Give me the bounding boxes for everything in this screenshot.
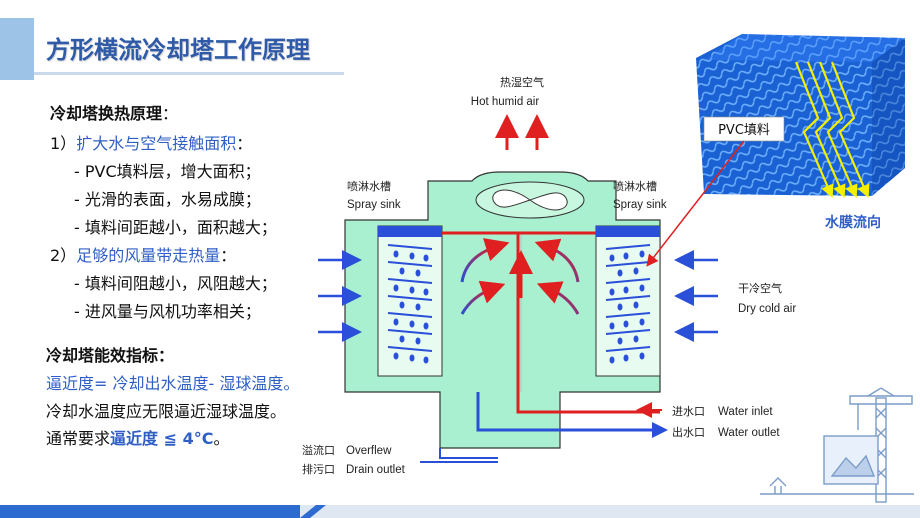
spray-sink-left-label-en: Spray sink [347,199,401,211]
footer-stripe [0,505,920,518]
requirement-prefix: 通常要求 [46,429,111,448]
drain-label-cn: 排污口 [302,462,335,476]
requirement-emphasis: 逼近度 [110,429,159,448]
cold-water-pipe [420,392,660,463]
item-colon: ： [236,134,253,153]
page-title: 方形横流冷却塔工作原理 [46,36,310,64]
hot-water-pipe [442,231,660,414]
heading-efficiency: 冷却塔能效指标： [46,346,175,365]
item-number: 1） [50,134,77,153]
water-film-flow-label: 水膜流向 [825,214,881,231]
list-item: - 进风量与风机功率相关； [74,302,261,321]
list-item: - 填料间阻越小，风阻越大； [74,274,277,293]
water-outlet-label-en: Water outlet [718,427,780,439]
water-outlet-label-cn: 出水口 [672,425,705,439]
water-film-flow-arrows [794,61,870,199]
item-colon: ： [220,246,237,265]
heading-heat-exchange: 冷却塔换热原理： [50,104,178,124]
spray-sink-right [596,226,660,237]
cold-air-arrows [318,250,718,342]
item-air-volume-text: 足够的风量带走热量 [76,246,221,265]
water-inlet-label-en: Water inlet [718,406,773,418]
overflow-label-en: Overflew [346,445,392,457]
hot-air-arrows [495,114,549,298]
requirement-value: ≦ 4°C [158,429,214,448]
inlet-outlet-arrows [636,402,668,438]
requirement-end: 。 [213,429,230,448]
approach-requirement: 通常要求逼近度 ≦ 4°C。 [46,429,229,449]
drain-label-en: Drain outlet [346,464,406,476]
crane-illustration [760,387,914,503]
approach-definition: 逼近度= 冷却出水温度- 湿球温度。 [46,374,300,393]
fill-media-right [605,244,651,364]
item-contact-area: 1）扩大水与空气接触面积： [50,134,252,154]
title-accent-bar [0,18,34,80]
dry-air-label-cn: 干冷空气 [738,281,782,295]
tower-body [344,171,661,449]
approach-limit: 冷却水温度应无限逼近湿球温度。 [46,402,287,421]
pvc-fill-photo [696,34,905,199]
list-item: - 填料间距越小，面积越大； [74,218,277,237]
pvc-callout-pointer [646,140,745,267]
spray-sink-right-label-cn: 喷淋水槽 [613,180,657,193]
spray-sink-right-label-en: Spray sink [613,199,667,211]
fan-icon [475,181,585,219]
overflow-label-cn: 溢流口 [302,443,335,457]
item-number: 2） [50,246,77,265]
title-underline [34,72,344,75]
hot-air-label-cn: 热湿空气 [500,75,544,89]
item-contact-area-text: 扩大水与空气接触面积 [76,134,237,153]
water-inlet-label-cn: 进水口 [672,405,705,418]
pvc-callout-label: PVC填料 [718,123,770,138]
item-air-volume: 2）足够的风量带走热量： [50,246,236,266]
heading-colon: ： [162,104,179,123]
list-item: - 光滑的表面，水易成膜； [74,190,261,209]
dry-air-label-en: Dry cold air [738,303,796,315]
fill-media-left [387,244,433,364]
heading-heat-exchange-text: 冷却塔换热原理 [50,104,163,123]
pvc-callout-box [703,116,785,142]
hot-air-label-en: Hot humid air [471,96,540,108]
spray-sink-left [378,226,442,237]
spray-sink-left-label-cn: 喷淋水槽 [347,180,391,193]
list-item: - PVC填料层，增大面积； [74,162,261,181]
internal-airflow-arrows [460,238,580,315]
